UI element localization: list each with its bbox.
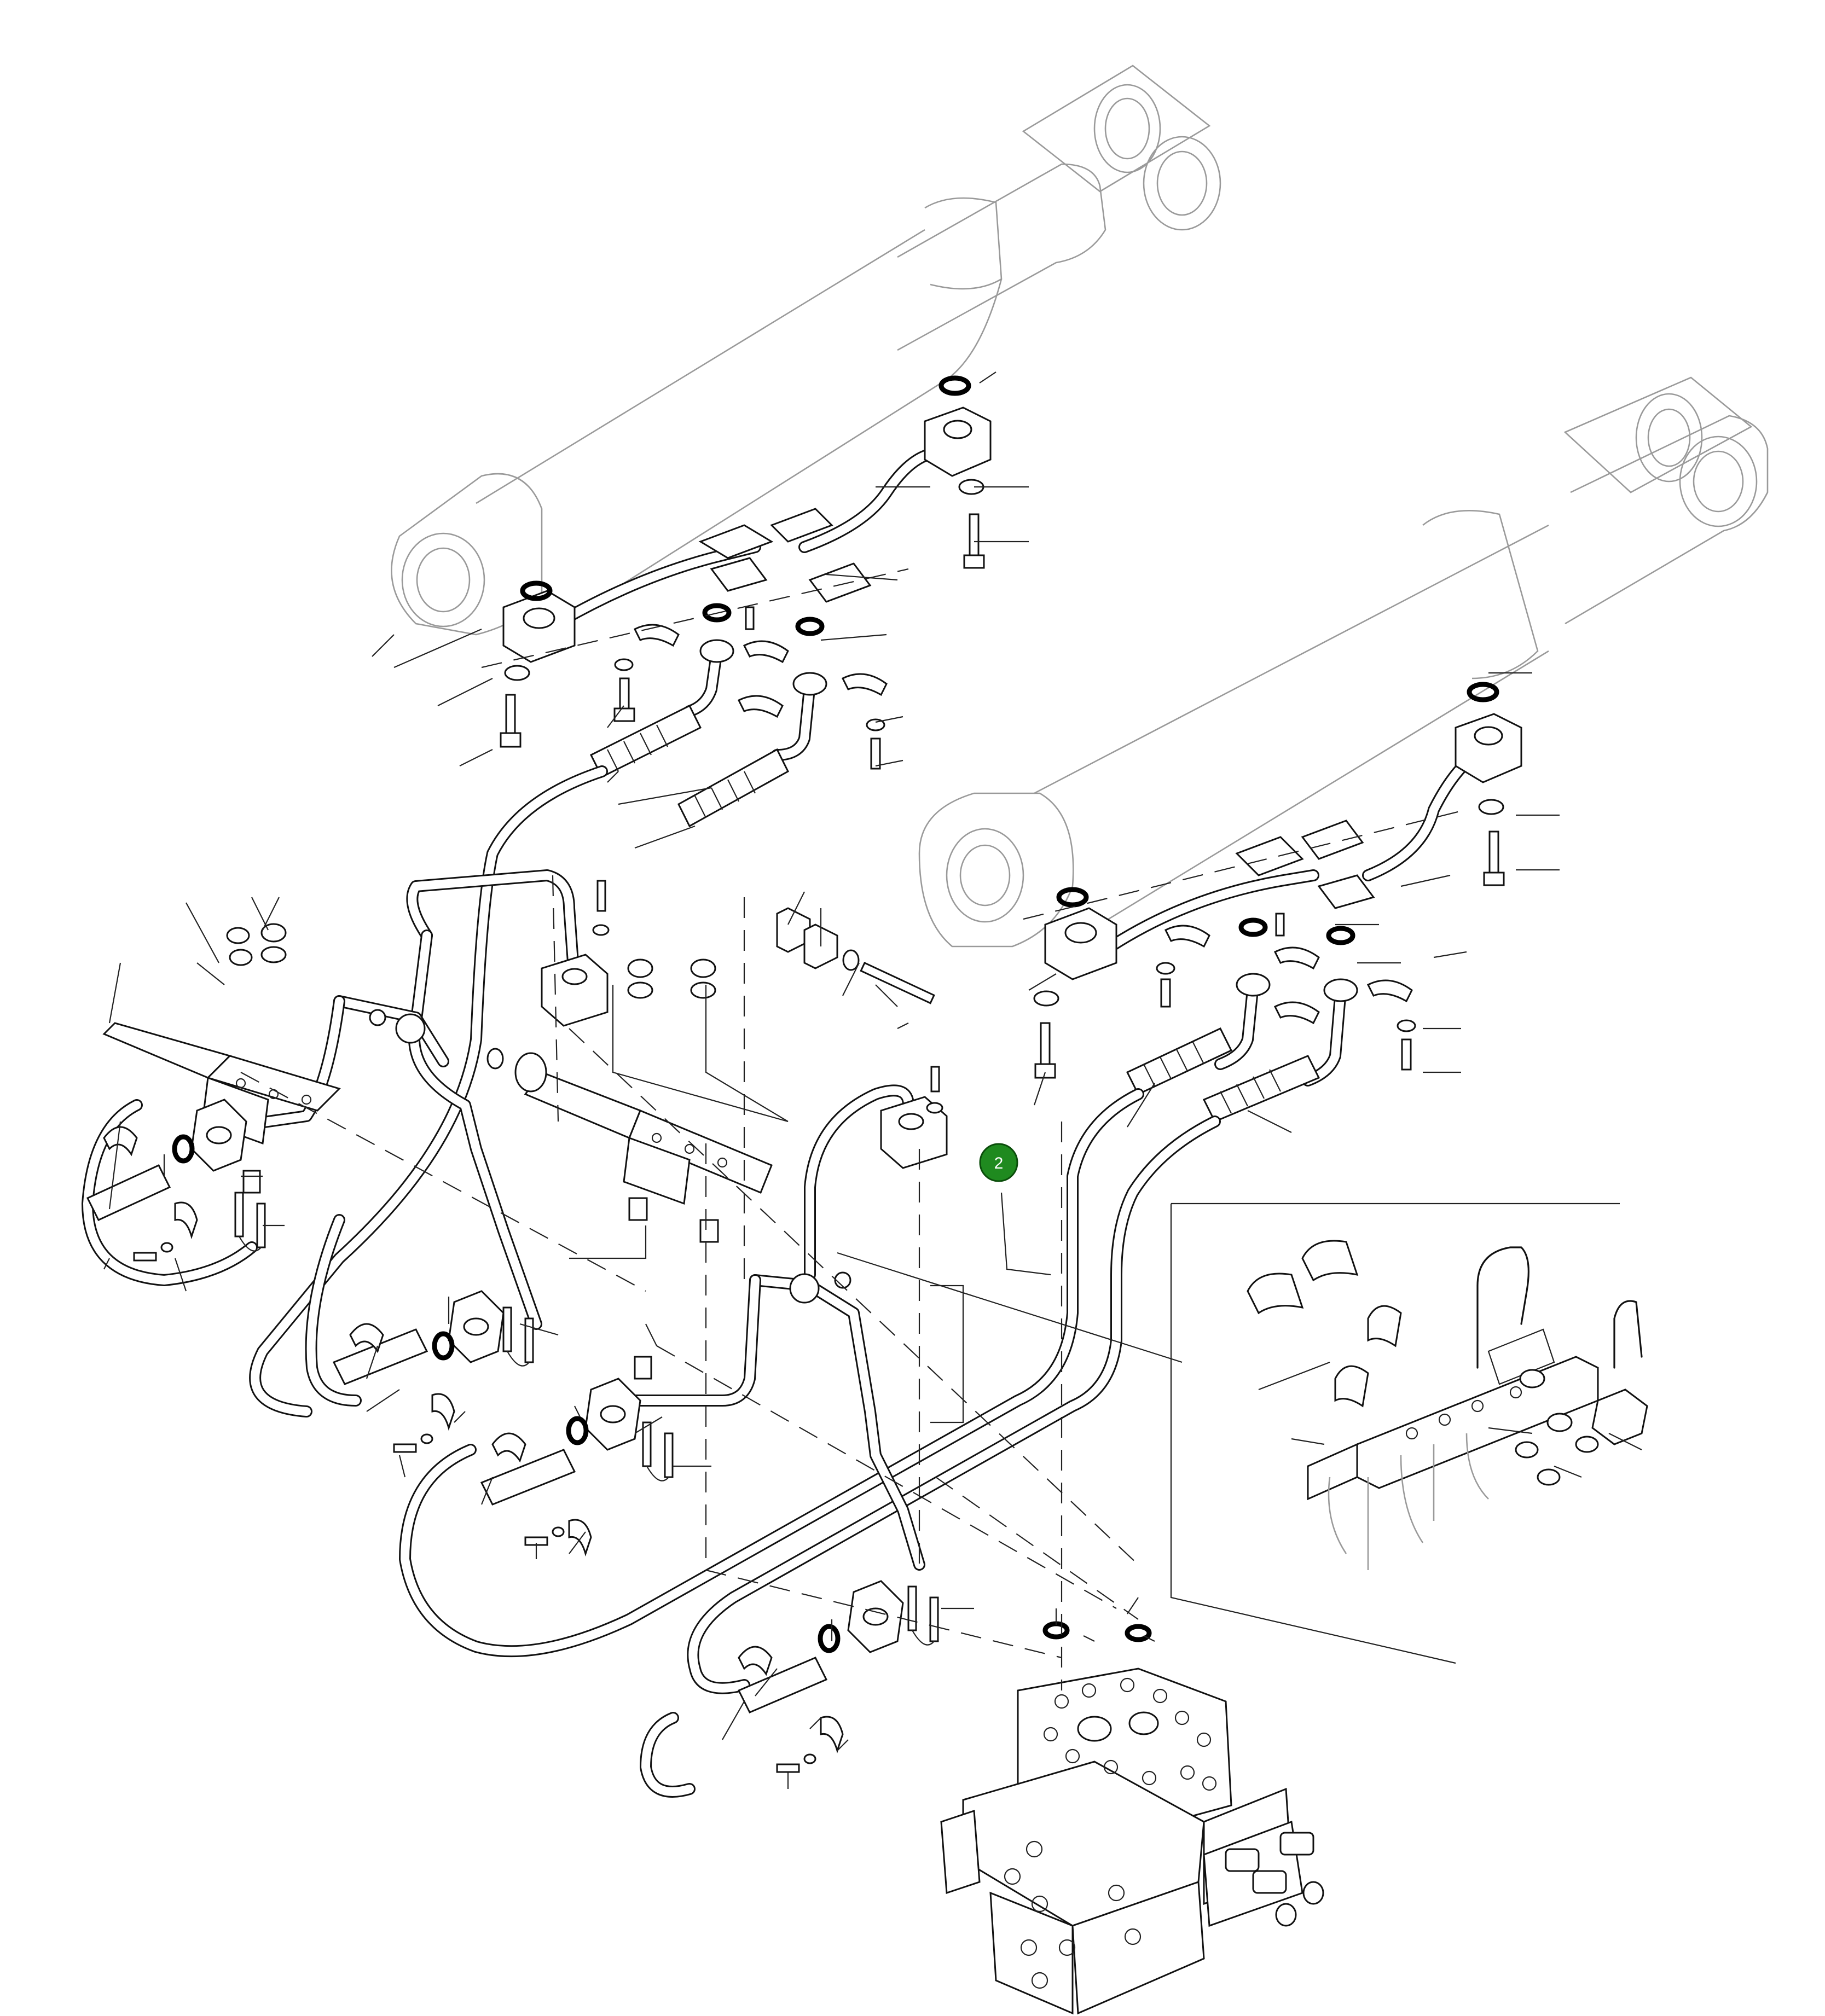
right-fasteners — [1033, 799, 1505, 1079]
inset-detail-view — [1170, 1202, 1648, 1664]
upper-cylinder-pipework — [502, 375, 992, 663]
control-valve-block — [940, 1621, 1324, 2015]
callout-2-badge[interactable] — [979, 1143, 1018, 1182]
right-hose-assemblies — [1126, 925, 1413, 1123]
left-rigid-tube-assembly — [213, 869, 610, 1330]
center-rigid-tube-assembly — [623, 1066, 948, 1571]
hydraulic-lines — [82, 765, 1221, 1798]
upper-fasteners — [500, 479, 985, 770]
bottom-flanged-fitting — [737, 1580, 939, 1773]
upper-hose-assemblies — [589, 624, 888, 828]
upper-hydraulic-cylinder — [391, 65, 1221, 647]
alignment-lines — [240, 568, 1467, 1690]
callout-2[interactable]: 2 — [979, 1143, 1018, 1182]
callout-2-label: 2 — [994, 1154, 1004, 1172]
nuts-washers-spacers — [226, 907, 935, 1380]
right-hydraulic-cylinder — [918, 376, 1769, 948]
right-cylinder-pipework — [1044, 682, 1522, 980]
leader-lines — [103, 371, 1642, 1789]
left-flanged-fittings — [86, 1099, 674, 1557]
